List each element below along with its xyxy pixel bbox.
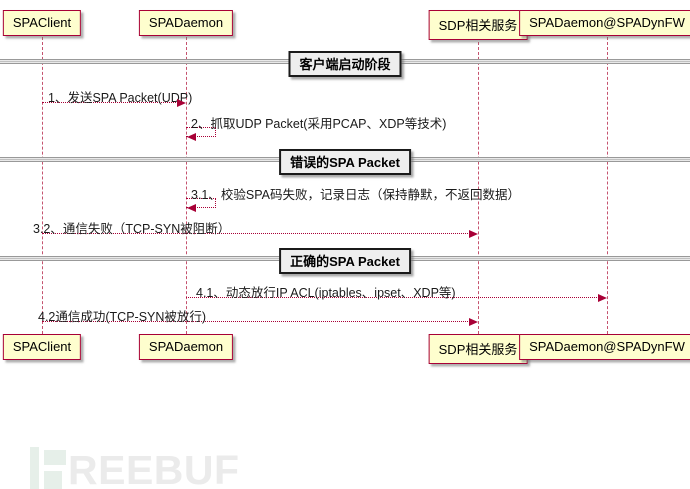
arrowhead-right-4-2	[469, 318, 478, 326]
freebuf-watermark: REEBUF	[68, 447, 240, 489]
divider-label-client-start: 客户端启动阶段	[288, 51, 402, 77]
lifeline-sdp-service	[478, 37, 479, 334]
actor-box-spadaemon-bottom: SPADaemon	[138, 334, 234, 360]
divider-label-correct-spa: 正确的SPA Packet	[279, 248, 411, 274]
message-label-4-2: 4.2通信成功(TCP-SYN被放行)	[38, 310, 207, 324]
arrowhead-left-3-1	[187, 204, 196, 212]
actor-box-spaclient-bottom: SPAClient	[2, 334, 82, 360]
freebuf-logo-f-bottom-icon	[44, 471, 62, 489]
message-label-2: 2、抓取UDP Packet(采用PCAP、XDP等技术)	[191, 117, 447, 131]
arrowhead-left-2	[187, 133, 196, 141]
message-label-4-1: 4.1、动态放行IP ACL(iptables、ipset、XDP等)	[196, 286, 456, 300]
arrowhead-right-4-1	[598, 294, 607, 302]
lifeline-spaclient	[42, 37, 43, 334]
message-arrow-1	[42, 102, 178, 103]
message-arrow-4-1	[186, 297, 599, 298]
message-arrow-4-2	[42, 321, 470, 322]
message-arrow-3-2	[42, 233, 470, 234]
actor-box-spaclient-top: SPAClient	[2, 10, 82, 36]
freebuf-logo-f-top-icon	[44, 450, 66, 465]
message-label-3-2: 3.2、通信失败（TCP-SYN被阻断）	[33, 222, 231, 236]
divider-label-wrong-spa: 错误的SPA Packet	[279, 149, 411, 175]
actor-box-spadynfw-bottom: SPADaemon@SPADynFW	[519, 334, 690, 360]
actor-box-sdp-service-bottom: SDP相关服务	[428, 334, 528, 364]
message-label-3-1: 3.1、校验SPA码失败，记录日志（保持静默，不返回数据）	[191, 188, 520, 202]
actor-box-spadaemon-top: SPADaemon	[138, 10, 234, 36]
actor-box-sdp-service-top: SDP相关服务	[428, 10, 528, 40]
message-self-arrow-3-1	[186, 198, 216, 208]
message-self-arrow-2	[186, 127, 216, 137]
lifeline-spadaemon	[186, 37, 187, 334]
actor-box-spadynfw-top: SPADaemon@SPADynFW	[519, 10, 690, 36]
lifeline-spadynfw	[607, 37, 608, 334]
arrowhead-right-1	[177, 99, 186, 107]
arrowhead-right-3-2	[469, 230, 478, 238]
freebuf-logo-bar-icon	[30, 447, 39, 489]
message-label-1: 1、发送SPA Packet(UDP)	[48, 91, 193, 105]
